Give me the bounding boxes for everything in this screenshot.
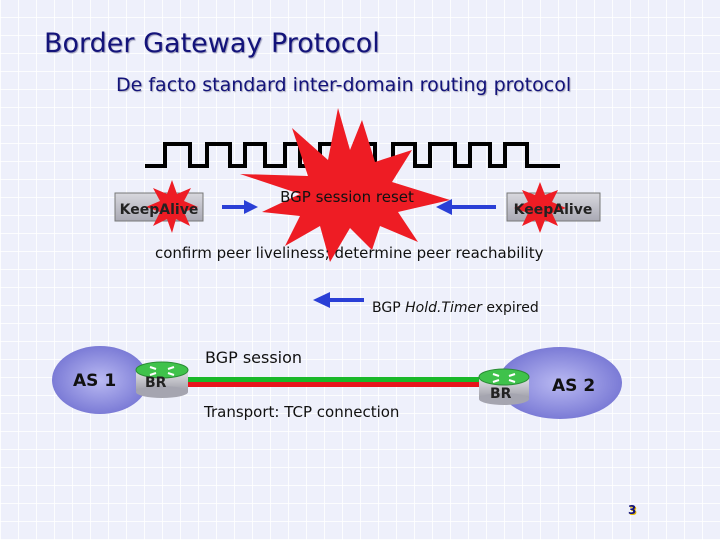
bgp-session-label: BGP session <box>205 348 302 367</box>
arrow-left-icon <box>436 199 496 215</box>
as2-cloud <box>498 347 622 419</box>
holdtimer-arrow-icon <box>313 292 364 308</box>
holdtimer-name: Hold.Timer <box>405 300 483 316</box>
router-label-right: BR <box>490 386 512 402</box>
tcp-connection-line <box>186 382 486 387</box>
router-icon-right <box>478 368 530 405</box>
burst-icon-right <box>514 182 566 233</box>
burst-icon-left <box>146 180 198 233</box>
transport-label: Transport: TCP connection <box>203 403 399 421</box>
holdtimer-suffix: expired <box>482 300 539 316</box>
page-number: 3 <box>628 503 637 517</box>
keepalive-label-right: KeepAlive <box>514 202 593 218</box>
slide-title: Border Gateway Protocol <box>44 28 380 59</box>
slide-subtitle: De facto standard inter-domain routing p… <box>116 74 572 96</box>
router-icon-left <box>135 361 189 398</box>
as1-cloud <box>52 346 148 414</box>
session-reset-label: BGP session reset <box>280 188 414 206</box>
liveness-text: confirm peer liveliness; determine peer … <box>155 244 544 262</box>
keepalive-label-left: KeepAlive <box>120 202 199 218</box>
as1-label: AS 1 <box>73 371 116 391</box>
holdtimer-text: BGP Hold.Timer expired <box>372 300 539 316</box>
holdtimer-prefix: BGP <box>372 300 405 316</box>
as2-label: AS 2 <box>552 376 595 396</box>
arrow-right-icon <box>222 200 258 214</box>
router-label-left: BR <box>145 375 167 391</box>
session-reset-burst-icon <box>240 108 450 262</box>
bgp-session-line <box>186 377 486 382</box>
